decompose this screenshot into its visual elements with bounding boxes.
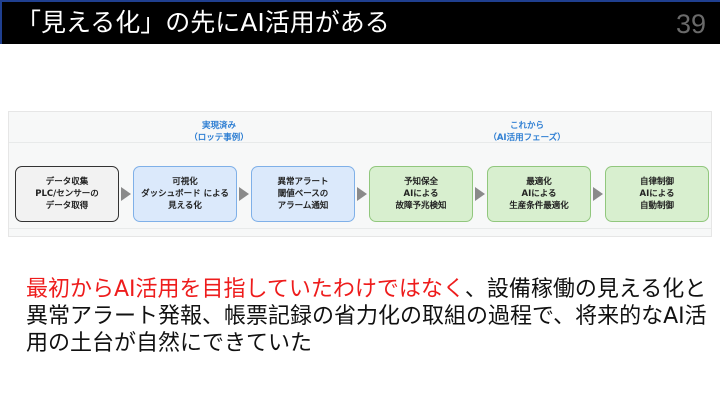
arrow-icon: [239, 187, 249, 201]
step-box-anomaly-alert: 異常アラート 閾値ベースの アラーム通知: [251, 166, 355, 222]
step-box-visualization: 可視化 ダッシュボード による 見える化: [133, 166, 237, 222]
roadmap-diagram: 実現済み （ロッテ事例） これから （AI活用フェーズ） データ収集 PLC/セ…: [8, 111, 712, 237]
arrow-icon: [357, 187, 367, 201]
step-line: 予知保全: [403, 177, 438, 187]
step-box-optimization: 最適化 AIによる 生産条件最適化: [487, 166, 591, 222]
step-line: データ収集: [45, 177, 89, 187]
group-label-line: 実現済み: [201, 121, 236, 131]
step-line: アラーム通知: [277, 201, 329, 211]
step-line: AIによる: [521, 189, 557, 199]
arrow-icon: [593, 187, 603, 201]
step-box-data-collection: データ収集 PLC/センサーの データ取得: [15, 166, 119, 222]
group-label-line: （ロッテ事例）: [189, 133, 249, 143]
slide-title: 「見える化」の先にAI活用がある: [16, 8, 390, 37]
step-box-autonomous-control: 自律制御 AIによる 自動制御: [605, 166, 709, 222]
step-line: 自動制御: [639, 201, 674, 211]
group-label-achieved: 実現済み （ロッテ事例）: [159, 120, 279, 144]
grid-line: [9, 142, 711, 143]
group-label-line: （AI活用フェーズ）: [488, 133, 566, 143]
arrow-icon: [121, 187, 131, 201]
step-line: 異常アラート: [277, 177, 329, 187]
group-label-future: これから （AI活用フェーズ）: [467, 120, 587, 144]
step-line: データ取得: [45, 201, 89, 211]
step-line: 最適化: [526, 177, 552, 187]
step-line: 見える化: [168, 201, 202, 211]
step-line: 自律制御: [639, 177, 674, 187]
title-bar: 「見える化」の先にAI活用がある 39: [0, 0, 720, 44]
step-line: ダッシュボード による: [141, 189, 229, 199]
grid-line: [9, 228, 711, 229]
caption-highlight: 最初からAI活用を目指していたわけではなく: [26, 277, 465, 302]
page-number: 39: [675, 9, 706, 39]
step-line: 可視化: [172, 177, 198, 187]
group-label-line: これから: [509, 121, 544, 131]
step-line: 生産条件最適化: [509, 201, 569, 211]
arrow-icon: [475, 187, 485, 201]
step-box-predictive-maintenance: 予知保全 AIによる 故障予兆検知: [369, 166, 473, 222]
caption-text: 最初からAI活用を目指していたわけではなく、設備稼働の見える化と異常アラート発報…: [26, 276, 712, 357]
step-line: AIによる: [639, 189, 675, 199]
step-line: 故障予兆検知: [395, 201, 447, 211]
step-line: AIによる: [403, 189, 439, 199]
step-line: 閾値ベースの: [277, 189, 329, 199]
caption-rest: 、設備稼働の見える化と異常アラート発報、帳票記録の省力化の取組の過程で、将来的な…: [26, 277, 707, 356]
step-line: PLC/センサーの: [35, 189, 99, 199]
